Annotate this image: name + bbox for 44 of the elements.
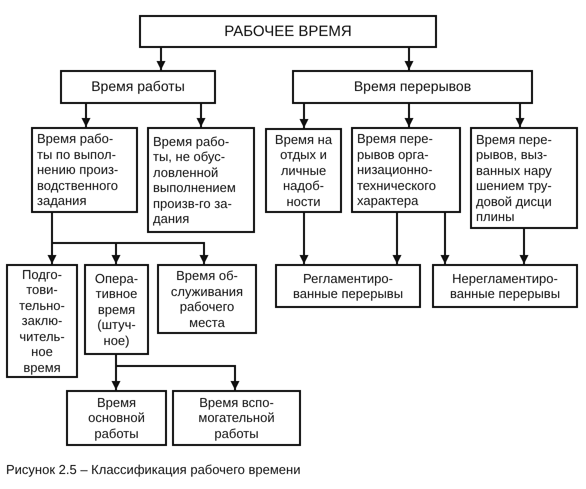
arrow [392,213,402,264]
category-box [265,128,342,213]
arrow [440,213,450,264]
box-text: Время об- служивания рабочего места [170,268,244,330]
arrow [516,104,524,127]
arrow [404,48,414,70]
box-text: Время рабо- ты, не обус- ловленной выполнением произв-го за- дания [153,134,237,226]
arrow [196,104,206,127]
category-box [31,127,138,213]
box-text: Время рабо- ты по выпол- нению произ- водственного задания [37,131,120,209]
category-box [351,127,461,213]
box-text: Нерегламентиро- ванные перерывы [448,270,562,302]
arrow [82,104,90,127]
arrow [520,229,528,264]
box-text: Время вспо- могательной работы [197,394,276,442]
box-text: Время на отдых и личные надоб- ности [274,132,334,210]
category-box [275,264,421,308]
arrow [156,48,166,70]
figure-caption: Рисунок 2.5 – Классификация рабочего времени [6,462,300,477]
arrow [115,355,240,390]
category-box [6,264,78,378]
category-box [147,127,255,233]
category-box [172,390,301,446]
category-box [292,70,533,104]
category-box [139,15,437,48]
box-text: Время перерывов [354,79,472,95]
category-box [66,390,167,446]
box-text: Опера- тивное время (штуч- ное) [94,270,140,348]
box-text: Регламентиро- ванные перерывы [292,270,404,302]
category-box [432,264,578,308]
box-text: Время основной работы [87,394,146,442]
arrow [51,213,208,264]
box-text: РАБОЧЕЕ ВРЕМЯ [224,24,352,40]
box-text: Время работы [91,79,185,95]
category-box [470,127,578,229]
arrow [300,104,308,128]
box-text: Подго- тови- тельно- заклю- читель- ное время [18,266,66,376]
category-box [60,70,216,104]
arrow [404,104,414,127]
category-box [157,264,257,334]
arrow [300,213,308,264]
box-text: Время пере- рывов орга- низационно- технического характера [357,131,437,209]
box-text: Время пере- рывов, выз- ванных нару шением тру- довой дисци плины [476,132,553,224]
category-box [84,264,149,355]
